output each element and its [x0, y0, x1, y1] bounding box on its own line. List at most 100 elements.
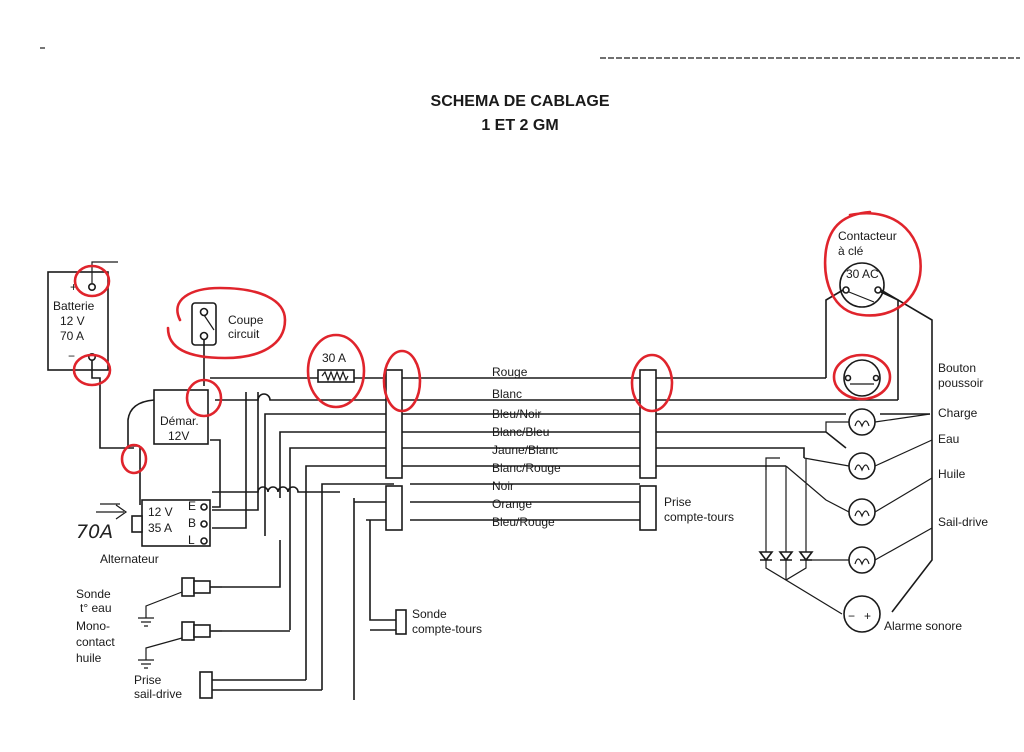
battery-plus-terminal — [88, 282, 97, 291]
starter-label-2: 12V — [168, 429, 189, 443]
wire-jaune-blanc — [289, 447, 805, 630]
battery-plus-lead — [91, 261, 118, 283]
battery-plus-sign: + — [70, 280, 77, 294]
wire-to-rev-sensor — [369, 520, 396, 621]
wire-label-orange: Orange — [492, 497, 532, 511]
alternator-amperage: 35 A — [148, 521, 172, 535]
fuse: 30 A — [317, 351, 355, 383]
lamp-huile — [848, 498, 876, 526]
lamp-bridge — [765, 457, 780, 470]
lamp-label-saildrive: Sail-drive — [938, 515, 988, 529]
battery-minus-sign: − — [68, 349, 75, 363]
wire-label-bleu-rouge: Bleu/Rouge — [492, 515, 555, 529]
wire-alternator-bus — [212, 486, 340, 493]
cutoff-label-2: circuit — [228, 327, 260, 341]
oil-switch-label-3: huile — [76, 651, 102, 665]
lamp-charge-return — [825, 421, 849, 432]
wire-blanc-rouge — [305, 465, 786, 680]
lamp-eau — [848, 452, 876, 480]
alternator-term-l: L — [188, 533, 195, 547]
diagram-subtitle: 1 ET 2 GM — [481, 117, 558, 134]
annotation-fuse — [306, 333, 366, 409]
key-switch-rating: 30 AC — [846, 267, 879, 281]
buzzer: − + Alarme sonore — [843, 595, 962, 633]
connector-1 — [385, 369, 403, 479]
handwritten-arrow — [96, 503, 128, 520]
key-switch-in — [825, 289, 844, 378]
buzzer-minus: − — [848, 609, 855, 623]
alternator-e-lead — [210, 439, 221, 508]
cutoff-switch: Coupe circuit — [191, 302, 264, 346]
connector-3 — [385, 485, 403, 531]
lamp-label-eau: Eau — [938, 432, 959, 446]
diodes — [758, 551, 843, 615]
saildrive-plug-label-1: Prise — [134, 673, 162, 687]
alternator: 12 V 35 A E B L Alternateur — [100, 499, 211, 566]
key-switch: Contacteur à clé 30 AC — [838, 229, 897, 308]
rev-plug-label-1: Prise — [664, 495, 692, 509]
lamp-label-huile: Huile — [938, 467, 966, 481]
buzzer-label: Alarme sonore — [884, 619, 962, 633]
oil-switch-label-1: Mono- — [76, 619, 110, 633]
annotation-key-switch — [823, 210, 922, 317]
water-sensor-label-1: Sonde — [76, 587, 111, 601]
lamp-charge — [848, 408, 876, 436]
oil-pressure-switch: Mono- contact huile — [76, 619, 222, 669]
wire-label-blanc: Blanc — [492, 387, 522, 401]
lamp-label-charge: Charge — [938, 406, 978, 420]
connector-4 — [639, 485, 657, 531]
lamp-feed-wires — [874, 413, 933, 561]
battery-minus-lead — [91, 360, 134, 449]
saildrive-plug-label-2: sail-drive — [134, 687, 182, 701]
rev-sensor-label-2: compte-tours — [412, 622, 482, 636]
push-button-label-2: poussoir — [938, 376, 983, 390]
diagram-title: SCHEMA DE CABLAGE — [431, 93, 610, 110]
alternator-label: Alternateur — [100, 552, 159, 566]
starter: Démar. 12V — [127, 389, 209, 447]
annotation-push-button — [832, 353, 892, 401]
lamp-return-wires — [765, 457, 850, 561]
oil-switch-label-2: contact — [76, 635, 115, 649]
buzzer-plus: + — [864, 609, 871, 623]
fuse-label: 30 A — [322, 351, 346, 365]
wire-label-blanc-rouge: Blanc/Rouge — [492, 461, 561, 475]
battery-amperage: 70 A — [60, 329, 84, 343]
wire-blanc-bleu — [279, 431, 847, 498]
lamp-saildrive — [848, 546, 876, 574]
water-sensor-lead — [222, 540, 281, 588]
alternator-term-e: E — [188, 499, 196, 513]
annotation-connector-1 — [382, 349, 422, 413]
annotation-cutoff — [166, 286, 287, 360]
rev-sensor-label-1: Sonde — [412, 607, 447, 621]
connector-2 — [639, 369, 657, 479]
wire-label-rouge: Rouge — [492, 365, 528, 379]
push-button: Bouton poussoir — [843, 359, 983, 397]
annotation-ground — [120, 443, 148, 475]
alternator-voltage: 12 V — [148, 505, 173, 519]
key-switch-to-button — [880, 291, 899, 400]
saildrive-plug: Prise sail-drive — [134, 671, 322, 701]
battery-voltage: 12 V — [60, 314, 85, 328]
starter-label-1: Démar. — [160, 414, 199, 428]
water-temp-sensor: Sonde t° eau — [76, 577, 222, 627]
push-button-label-1: Bouton — [938, 361, 976, 375]
annotation-starter-terminal — [185, 378, 223, 418]
wire-label-noir: Noir — [492, 479, 514, 493]
rev-plug-label-2: compte-tours — [664, 510, 734, 524]
wire-label-bleu-noir: Bleu/Noir — [492, 407, 541, 421]
wire-alternator-l — [212, 392, 247, 529]
wire-label-jaune-blanc: Jaune/Blanc — [492, 443, 558, 457]
annotation-battery-minus — [72, 353, 112, 387]
key-switch-label-2: à clé — [838, 244, 864, 258]
wire-label-blanc-bleu: Blanc/Bleu — [492, 425, 549, 439]
water-sensor-label-2: t° eau — [80, 601, 112, 615]
wire-alternator-b — [212, 392, 259, 511]
alternator-term-b: B — [188, 516, 196, 530]
red-annotations — [72, 210, 922, 475]
wire-noir — [321, 483, 394, 690]
rev-counter-sensor: Sonde compte-tours — [353, 607, 482, 700]
annotation-connector-2 — [630, 353, 674, 413]
annotation-battery-plus — [73, 264, 111, 298]
handwritten-note: 70A — [76, 521, 113, 543]
